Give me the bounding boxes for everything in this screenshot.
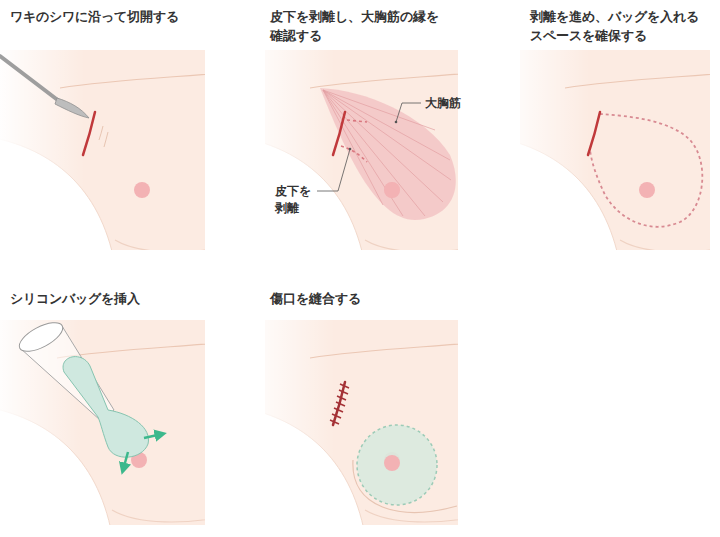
step-caption: 傷口を縫合する (270, 290, 458, 309)
step-caption: シリコンバッグを挿入 (10, 290, 205, 309)
step-panel: 傷口を縫合する (265, 320, 458, 525)
step-panel: 皮下を剥離し、大胸筋の縁を 確認する (265, 50, 458, 250)
step-panel: ワキのシワに沿って切開する (0, 50, 205, 250)
step-caption: 剥離を進め、バッグを入れる スペースを確保する (530, 8, 710, 46)
part-label: 大胸筋 (425, 95, 461, 112)
step-panel: シリコンバッグを挿入 (0, 320, 205, 525)
step-panel: 剥離を進め、バッグを入れる スペースを確保する (520, 50, 710, 250)
step-caption: 皮下を剥離し、大胸筋の縁を 確認する (270, 8, 458, 46)
part-label: 皮下を 剥離 (275, 183, 315, 217)
step-caption: ワキのシワに沿って切開する (10, 8, 205, 27)
